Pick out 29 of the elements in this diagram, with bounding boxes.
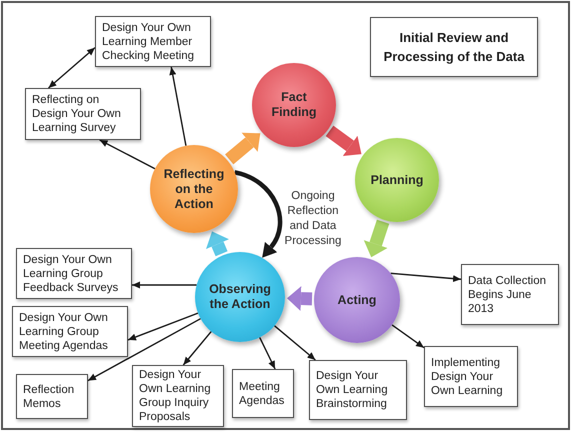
arrow — [392, 324, 424, 348]
block-arrow — [364, 220, 390, 258]
arrow — [390, 272, 462, 282]
title-box: Initial Review and Processing of the Data — [370, 17, 538, 77]
block-arrow — [225, 132, 260, 164]
double-arrow — [48, 47, 96, 89]
arrow — [182, 331, 212, 366]
block-arrow — [326, 126, 362, 156]
arrow — [88, 318, 201, 382]
curved-arrow — [234, 170, 282, 259]
activity-box: Design Your Own Learning Brainstorming — [309, 360, 407, 420]
activity-box: Reflection Memos — [16, 374, 88, 419]
activity-box: Implementing Design Your Own Learning — [424, 346, 518, 407]
activity-box: Meeting Agendas — [232, 369, 294, 418]
activity-box: Design Your Own Learning Member Checking Meeting — [95, 16, 211, 67]
block-arrow — [286, 286, 312, 312]
block-arrow — [206, 231, 229, 256]
activity-box: Design Your Own Learning Group Inquiry Proposals — [132, 365, 224, 427]
arrow — [169, 66, 187, 146]
arrow — [99, 139, 156, 170]
annotation-text: Ongoing Reflection and Data Processing — [284, 189, 342, 249]
arrow — [128, 312, 198, 341]
activity-box: Data Collection Begins June 2013 — [461, 264, 559, 325]
arrow — [132, 282, 197, 288]
activity-box: Design Your Own Learning Group Meeting Agendas — [12, 306, 128, 357]
arrow — [274, 325, 316, 361]
arrow — [259, 337, 276, 370]
activity-box: Reflecting on Design Your Own Learning Survey — [25, 88, 141, 140]
activity-box: Design Your Own Learning Group Feedback Surveys — [16, 248, 132, 299]
